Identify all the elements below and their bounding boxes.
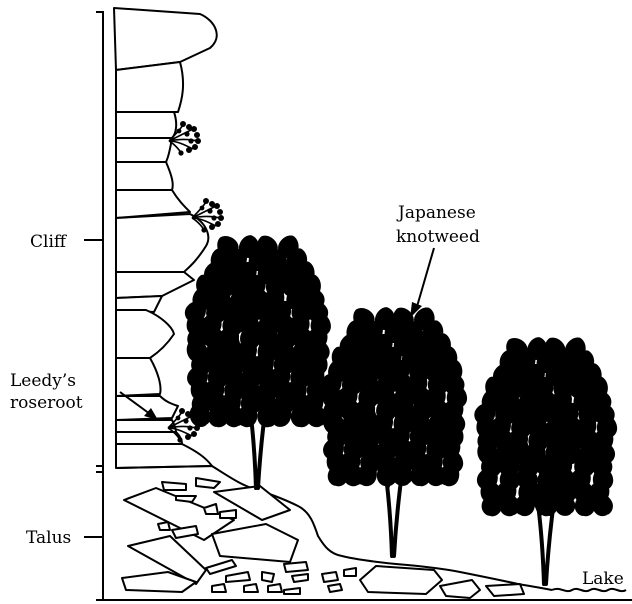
lake-label: Lake bbox=[582, 569, 624, 589]
talus-rocks bbox=[121, 477, 525, 599]
knotweed-tree-icon bbox=[181, 231, 333, 490]
roseroot-pointer-arrow bbox=[119, 391, 158, 420]
knotweed-pointer-arrow bbox=[410, 247, 435, 318]
talus-label: Talus bbox=[26, 528, 71, 548]
cliff-label: Cliff bbox=[30, 232, 68, 252]
knotweed-label-line1: Japanese bbox=[396, 203, 476, 223]
knotweed-tree-icon bbox=[470, 333, 619, 586]
knotweed-label-line2: knotweed bbox=[396, 227, 480, 247]
cliff-face bbox=[113, 7, 218, 469]
knotweed-tree-icon bbox=[316, 303, 469, 558]
roseroot-label-line2: roseroot bbox=[10, 393, 83, 413]
section-bracket bbox=[84, 11, 104, 601]
roseroot-label-line1: Leedy’s bbox=[10, 371, 76, 391]
